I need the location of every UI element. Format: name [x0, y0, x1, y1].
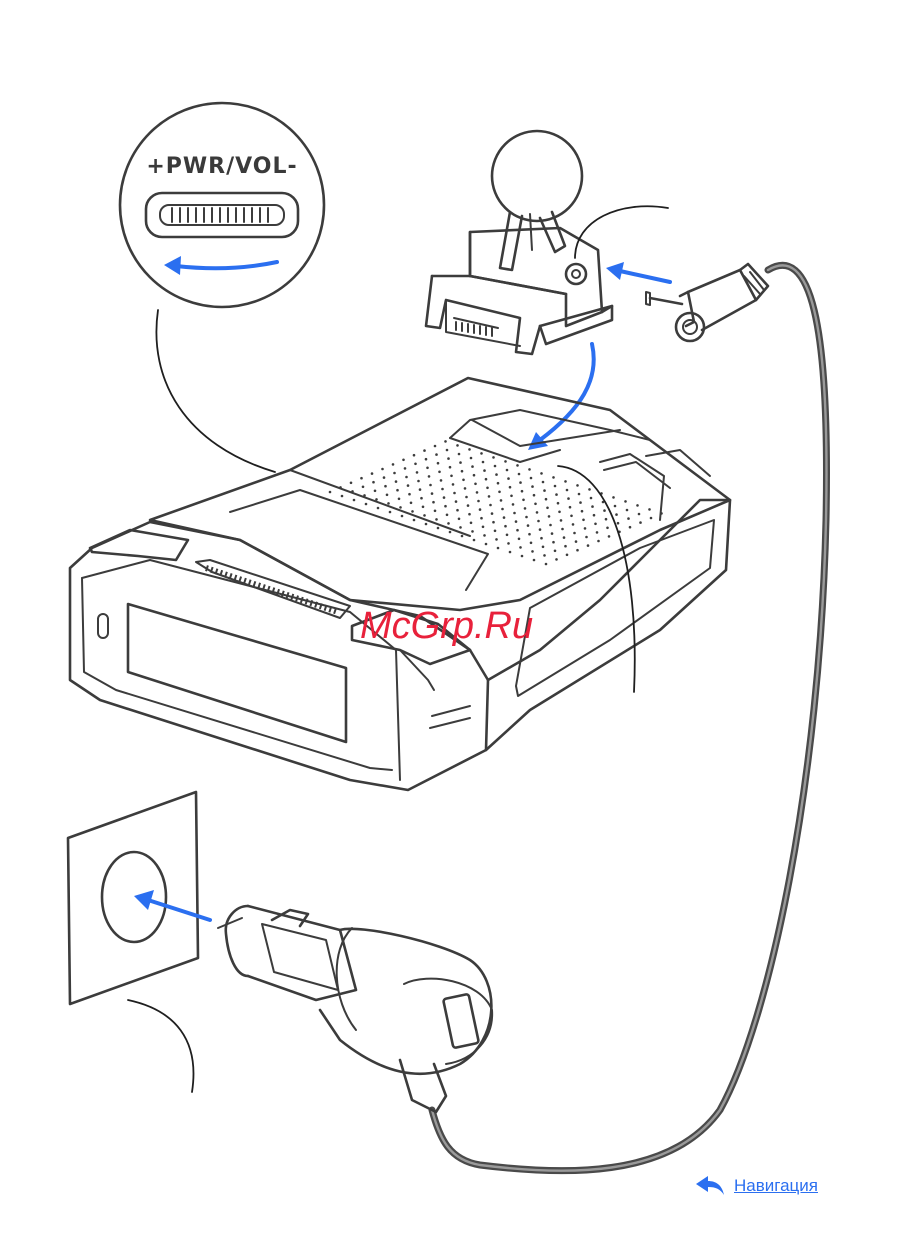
- usb-port: [443, 994, 479, 1048]
- barrel-plug: [646, 264, 768, 341]
- display-screen: [128, 604, 346, 742]
- radar-detector-device: [70, 378, 730, 790]
- navigation-label: Навигация: [734, 1176, 818, 1196]
- cigarette-socket: [102, 852, 166, 942]
- back-arrow-icon: [694, 1175, 726, 1197]
- indicator-led: [98, 614, 108, 638]
- mount-power-socket: [566, 264, 586, 284]
- watermark-text: McGrp.Ru: [360, 605, 533, 647]
- rotate-arrow-icon: [176, 262, 277, 268]
- car-charger: [218, 906, 492, 1112]
- navigation-link[interactable]: Навигация: [694, 1175, 818, 1197]
- port-label: +PWR/VOL-: [146, 154, 297, 179]
- car-socket-panel: [68, 792, 198, 1004]
- usb-c-port-icon: [146, 193, 298, 237]
- mount-bracket: [426, 131, 612, 354]
- port-detail-zoom: +PWR/VOL-: [120, 103, 324, 307]
